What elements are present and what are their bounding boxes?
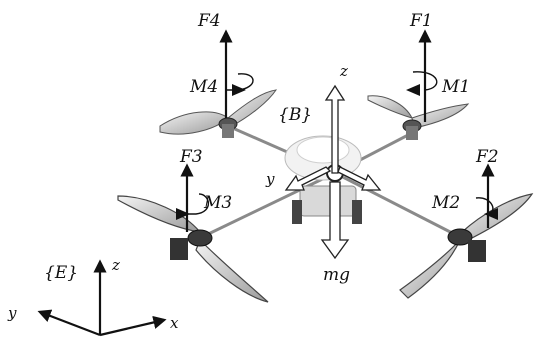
rotor-4 xyxy=(159,89,278,138)
force-2-label: F2 xyxy=(475,147,499,167)
moment-1-arrowhead xyxy=(406,84,420,96)
earth-x-label: x xyxy=(170,314,179,332)
moment-1-curl xyxy=(412,71,438,91)
rotor-2 xyxy=(399,193,534,299)
force-1-label: F1 xyxy=(409,11,433,31)
body-y-label: y xyxy=(265,170,275,188)
rotor-1 xyxy=(367,95,470,140)
earth-frame-label: {E} xyxy=(44,263,78,283)
moment-1-label: M1 xyxy=(441,77,470,97)
earth-frame-axes xyxy=(37,259,167,337)
force-4-label: F4 xyxy=(197,11,221,31)
moment-3-label: M3 xyxy=(203,193,232,213)
moment-2-arrowhead xyxy=(484,208,498,220)
moment-3-curl xyxy=(187,193,210,215)
moment-4-arrowhead xyxy=(232,84,246,96)
force-3-label: F3 xyxy=(179,147,203,167)
moment-4-label: M4 xyxy=(189,77,218,97)
moment-2-label: M2 xyxy=(431,193,460,213)
body-frame-axes xyxy=(284,84,382,260)
body-z-label: z xyxy=(339,62,348,80)
moment-3-arrowhead xyxy=(176,208,190,220)
weight-label: mg xyxy=(323,265,350,285)
rotor-3 xyxy=(117,195,269,303)
body-frame-label: {B} xyxy=(278,105,312,125)
earth-z-label: z xyxy=(111,256,120,274)
earth-y-label: y xyxy=(7,304,17,322)
